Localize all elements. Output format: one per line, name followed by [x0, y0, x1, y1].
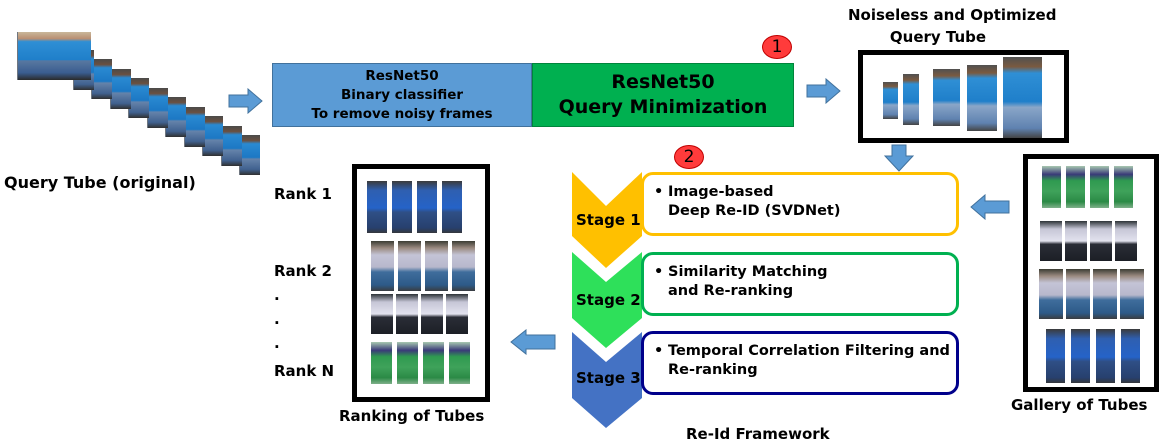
stage-1-line-2: Deep Re-ID (SVDNet) [668, 203, 841, 219]
ranking-thumbnail [371, 294, 393, 334]
step-badge-2: 2 [674, 145, 704, 169]
stage-2-label: Stage 2 [576, 291, 641, 309]
ranking-thumbnail [452, 241, 475, 291]
gallery-thumbnail [1066, 269, 1090, 319]
classifier-line-3: To remove noisy frames [311, 105, 493, 122]
query-frame [165, 97, 186, 137]
query-frame [239, 135, 260, 175]
optimized-frame-3 [933, 69, 960, 126]
optimized-title-line-1: Noiseless and Optimized [848, 6, 1057, 24]
stage-2-chevron [572, 252, 642, 348]
rank-ellipsis-3: . [274, 334, 280, 352]
optimized-frame-2 [903, 74, 919, 125]
query-frame [202, 116, 223, 156]
stage-2-line-2: and Re-ranking [668, 283, 794, 299]
gallery-thumbnail [1114, 166, 1133, 208]
gallery-thumbnail [1096, 329, 1115, 383]
optimized-query-title: Noiseless and Optimized Query Tube [848, 4, 1057, 48]
ranking-thumbnail [371, 241, 394, 291]
binary-classifier-box: ResNet50 Binary classifier To remove noi… [272, 63, 532, 127]
stage-1-chevron [572, 172, 642, 268]
query-frame [17, 32, 54, 80]
stage-3-description: •Temporal Correlation Filtering and Re-r… [641, 331, 959, 395]
gallery-label: Gallery of Tubes [1011, 396, 1148, 414]
ranking-thumbnail [417, 181, 437, 233]
ranking-thumbnail [396, 294, 418, 334]
optimized-frame-4 [967, 65, 997, 131]
rank-label-n: Rank N [274, 362, 335, 380]
stage-3-chevron [572, 332, 642, 428]
query-frame [183, 106, 205, 147]
gallery-thumbnail [1093, 269, 1117, 319]
gallery-thumbnail [1115, 221, 1137, 261]
optimized-title-line-2: Query Tube [889, 28, 987, 46]
ranking-thumbnail [446, 294, 468, 334]
stage-2-line-1: Similarity Matching [668, 264, 828, 280]
classifier-line-1: ResNet50 [365, 67, 439, 84]
ranking-thumbnail [397, 342, 418, 384]
minimization-line-1: ResNet50 [611, 71, 715, 93]
gallery-thumbnail [1120, 269, 1144, 319]
gallery-thumbnail [1121, 329, 1140, 383]
ranking-thumbnail [367, 181, 387, 233]
ranking-label: Ranking of Tubes [339, 407, 485, 425]
gallery-frame [1023, 154, 1159, 392]
stage-2-description: •Similarity Matching and Re-ranking [641, 252, 959, 316]
gallery-thumbnail [1065, 221, 1087, 261]
minimization-line-2: Query Minimization [558, 96, 768, 118]
query-frame [109, 68, 131, 109]
stage-1-description: •Image-based Deep Re-ID (SVDNet) [641, 172, 959, 236]
arrow-left-icon [970, 194, 1010, 220]
stage-3-label: Stage 3 [576, 369, 641, 387]
stage-1-label: Stage 1 [576, 211, 641, 229]
ranking-thumbnail [442, 181, 462, 233]
optimized-frame-5 [1003, 57, 1042, 138]
ranking-thumbnail [371, 342, 392, 384]
ranking-frame [352, 164, 490, 402]
ranking-thumbnail [421, 294, 443, 334]
gallery-thumbnail [1066, 166, 1085, 208]
gallery-thumbnail [1046, 329, 1065, 383]
arrow-right-icon [806, 78, 841, 104]
ranking-thumbnail [423, 342, 444, 384]
arrow-down-icon [884, 144, 914, 172]
rank-ellipsis-2: . [274, 310, 280, 328]
query-frame [128, 78, 149, 118]
arrow-left-icon [510, 329, 556, 355]
rank-ellipsis-1: . [274, 286, 280, 304]
query-frame [146, 87, 168, 128]
ranking-thumbnail [398, 241, 421, 291]
gallery-thumbnail [1039, 269, 1063, 319]
original-query-tube-label: Query Tube (original) [4, 173, 196, 192]
query-frame [91, 59, 112, 99]
gallery-thumbnail [1040, 221, 1062, 261]
gallery-thumbnail [1090, 166, 1109, 208]
arrow-right-icon [228, 88, 263, 114]
stage-chevrons [572, 172, 642, 428]
optimized-query-tube-frame [858, 50, 1069, 143]
stage-1-line-1: Image-based [668, 184, 774, 200]
ranking-thumbnail [425, 241, 448, 291]
rank-label-1: Rank 1 [274, 185, 332, 203]
rank-label-2: Rank 2 [274, 262, 332, 280]
stage-3-line-1: Temporal Correlation Filtering and [668, 343, 950, 359]
gallery-thumbnail [1042, 166, 1061, 208]
query-frame [220, 125, 242, 166]
stage-3-line-2: Re-ranking [668, 362, 758, 378]
query-minimization-box: ResNet50 Query Minimization [532, 63, 794, 127]
ranking-thumbnail [449, 342, 470, 384]
classifier-line-2: Binary classifier [340, 86, 464, 103]
gallery-thumbnail [1071, 329, 1090, 383]
gallery-thumbnail [1090, 221, 1112, 261]
step-badge-1: 1 [762, 35, 792, 59]
optimized-frame-1 [883, 82, 898, 119]
framework-label: Re-Id Framework [686, 425, 830, 443]
ranking-thumbnail [392, 181, 412, 233]
